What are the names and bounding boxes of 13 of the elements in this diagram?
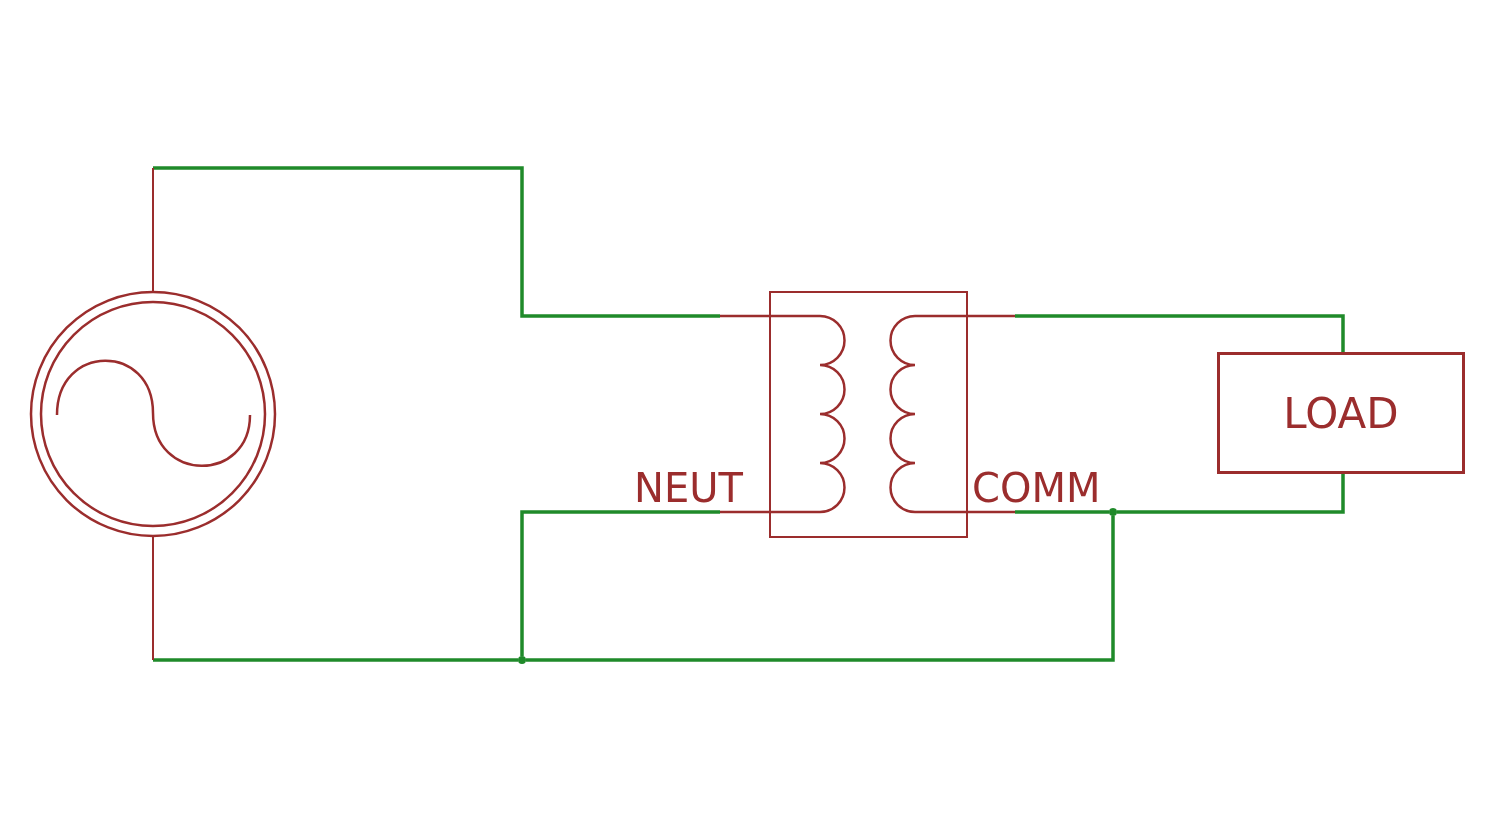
junction-dot bbox=[518, 656, 526, 664]
load-box: LOAD bbox=[1217, 352, 1465, 474]
wire bbox=[153, 658, 518, 662]
wire bbox=[526, 516, 1115, 662]
wire bbox=[1117, 474, 1345, 514]
junction-dot bbox=[1109, 508, 1117, 516]
wire bbox=[1015, 314, 1345, 352]
ac-source-symbol bbox=[30, 168, 276, 660]
terminal-label: COMM bbox=[972, 468, 1101, 508]
terminal-label: NEUT bbox=[634, 468, 743, 508]
wire bbox=[1015, 510, 1109, 514]
wire bbox=[520, 510, 720, 656]
wire bbox=[153, 166, 720, 318]
